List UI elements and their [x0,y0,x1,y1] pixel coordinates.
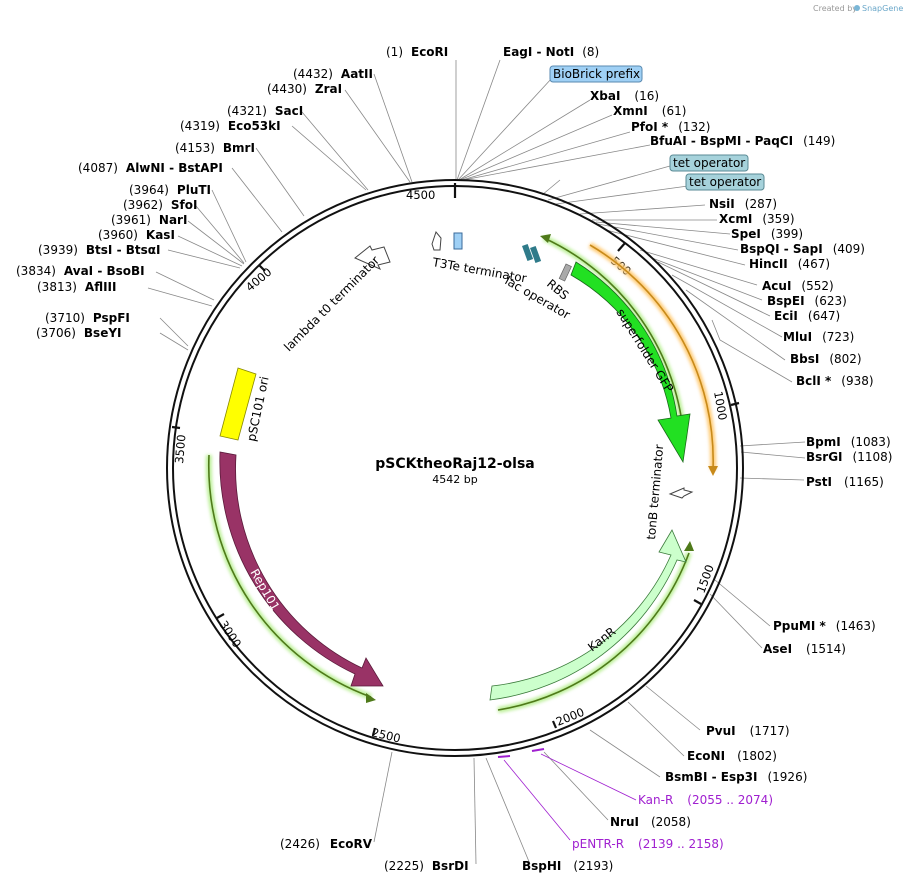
site-hincii[interactable]: HincII(467) [749,257,830,271]
site-bpmi[interactable]: BpmI(1083) [806,435,891,449]
site-ecorv[interactable]: (2426)EcoRV [280,837,373,851]
tick-label-4500: 4500 [406,188,435,202]
site-kasi[interactable]: (3960)KasI [98,228,175,242]
orange-track-line [589,244,714,471]
site-xbai[interactable]: XbaI(16) [590,89,659,103]
orange-track-arrow-icon [708,466,718,476]
site-xcmi[interactable]: XcmI(359) [719,212,795,226]
lambda-t0-terminator-label: lambda t0 terminator [281,253,382,354]
site-ecori[interactable]: (1)EcoRI [386,45,448,59]
lac-operator-feature-a[interactable] [522,243,534,262]
site-labels-right: (1)EcoRI EagI - NotI(8) XbaI(16) XmnI(61… [386,45,892,873]
plasmid-length: 4542 bp [432,473,477,486]
tet-operator-label-1: tet operator [673,156,745,170]
primer-kan-r-bar[interactable] [531,748,545,752]
primer-leader-lines [503,753,637,841]
kanr-track-line [497,552,690,711]
site-bmri[interactable]: (4153)BmrI [175,141,255,155]
site-bsrdi[interactable]: (2225)BsrDI [384,859,469,873]
site-zrai[interactable]: (4430)ZraI [267,82,342,96]
site-eagi-noti[interactable]: EagI - NotI(8) [503,45,599,59]
site-bsmbi-esp3i[interactable]: BsmBI - Esp3I(1926) [665,770,807,784]
site-leader-lines [147,59,806,865]
site-ppumi[interactable]: PpuMI *(1463) [773,619,876,633]
site-saci[interactable]: (4321)SacI [227,104,303,118]
gfp-track-line [543,237,685,441]
tonb-terminator-label: tonB terminator [644,444,666,540]
site-labels-left: (2225)BsrDI (2426)EcoRV (3706)BseYI (371… [16,67,469,873]
biobrick-prefix-label: BioBrick prefix [553,67,640,81]
site-mlui[interactable]: MluI(723) [783,330,854,344]
site-bspqi-sapi[interactable]: BspQI - SapI(409) [740,242,865,256]
tick-label-3500: 3500 [172,434,188,464]
rep-track-arrow-icon [366,693,376,703]
t3te-terminator-arrow-feature[interactable] [431,230,442,251]
site-pvui[interactable]: PvuI(1717) [706,724,790,738]
backbone-outer-ring [166,179,744,757]
site-pluti[interactable]: (3964)PluTI [129,183,211,197]
kanr-feature[interactable] [489,529,687,701]
site-bcli[interactable]: BclI *(938) [796,374,874,388]
site-pspfi[interactable]: (3710)PspFI [45,311,130,325]
site-sfoi[interactable]: (3962)SfoI [123,198,197,212]
site-acui[interactable]: AcuI(552) [762,279,834,293]
site-psti[interactable]: PstI(1165) [806,475,884,489]
site-pfoi[interactable]: PfoI *(132) [631,120,710,134]
tick-label-1000: 1000 [711,390,730,421]
t3te-terminator-feature[interactable] [453,232,463,250]
tet-operator-box-1[interactable] [669,154,749,172]
site-bsrgi[interactable]: BsrGI(1108) [806,450,892,464]
rep101-feature[interactable] [219,451,384,687]
plasmid-name: pSCKtheoRaj12-olsa [375,456,535,472]
site-afliii[interactable]: (3813)AflIII [37,280,116,294]
tet-operator-label-2: tet operator [689,175,761,189]
primer-pentr-r-label[interactable]: pENTR-R(2139 .. 2158) [572,837,724,851]
credit-brand: SnapGene [862,4,903,13]
site-ecii[interactable]: EciI(647) [774,309,840,323]
site-alwni-bstapi[interactable]: (4087)AlwNI - BstAPI [78,161,223,175]
site-btsi-btsai[interactable]: (3939)BtsI - BtsαI [38,243,160,257]
tet-operator-box-2[interactable] [685,173,765,191]
site-nari[interactable]: (3961)NarI [111,213,187,227]
credit-prefix: Created by [813,4,857,13]
superfolder-gfp-feature[interactable] [570,261,691,464]
site-bbsi[interactable]: BbsI(802) [790,352,862,366]
primer-kan-r-label[interactable]: Kan-R(2055 .. 2074) [638,793,773,807]
site-asei[interactable]: AseI(1514) [763,642,846,656]
site-econi[interactable]: EcoNI(1802) [687,749,777,763]
snapgene-logo-icon [854,5,860,11]
site-nrui[interactable]: NruI(2058) [610,815,691,829]
site-bspei[interactable]: BspEI(623) [767,294,847,308]
tonb-terminator-feature[interactable] [668,487,694,499]
lambda-t0-terminator-feature[interactable] [354,245,391,271]
site-eco53ki[interactable]: (4319)Eco53kI [180,119,281,133]
lac-operator-feature-b[interactable] [530,245,542,264]
primer-pentr-r-bar[interactable] [497,755,511,758]
kanr-track-arrow-icon [684,541,694,551]
biobrick-prefix-box[interactable] [549,65,643,83]
rep-track-line [207,454,372,698]
tick-label-2500: 2500 [370,725,402,745]
site-spei[interactable]: SpeI(399) [731,227,803,241]
site-bfuai-bspmi-paqci[interactable]: BfuAI - BspMI - PaqCI(149) [650,134,835,148]
site-avai-bsobi[interactable]: (3834)AvaI - BsoBI [16,264,145,278]
site-bseyi[interactable]: (3706)BseYI [36,326,122,340]
site-bsphi[interactable]: BspHI(2193) [522,859,613,873]
site-nsii[interactable]: NsiI(287) [709,197,777,211]
gfp-track-arrow-icon [540,234,551,243]
psc101-ori-feature[interactable] [219,367,257,441]
rbs-feature[interactable] [558,263,572,282]
site-xmni[interactable]: XmnI(61) [613,104,686,118]
scale-ticks [171,183,740,736]
site-aatii[interactable]: (4432)AatII [293,67,373,81]
